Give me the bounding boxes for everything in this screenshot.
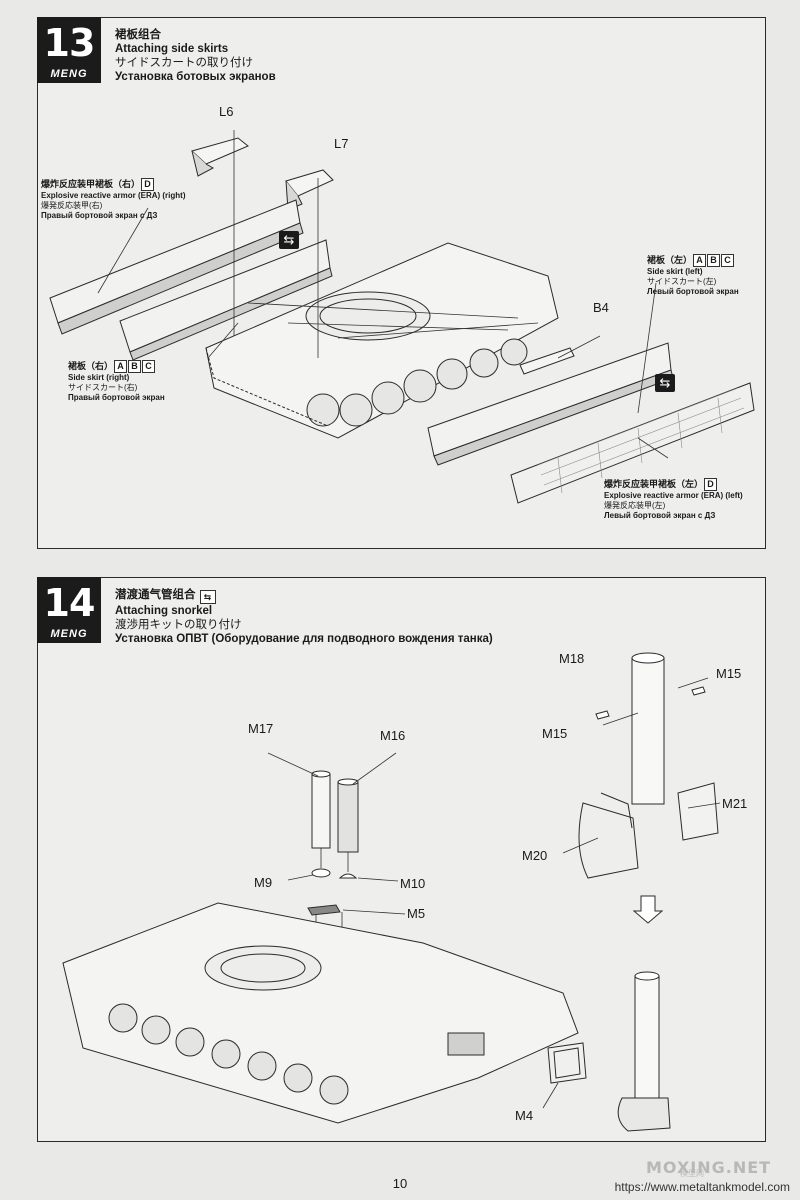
step-13-panel: 13 MENG 裙板组合 Attaching side skirts サイドスカ…: [37, 17, 766, 549]
title-ru: Установка ботовых экранов: [115, 71, 276, 83]
note-en: Side skirt (left): [647, 267, 703, 276]
note-jp: サイドスカート(右): [68, 383, 138, 392]
snorkel-diagram: [62, 652, 721, 1132]
step-13-badge: 13 MENG: [37, 17, 101, 83]
part-label-m5: M5: [407, 906, 426, 921]
note-jp: 爆発反応装甲(右): [41, 201, 103, 210]
title-en: Attaching snorkel: [115, 605, 213, 617]
part-label-m10: M10: [400, 876, 426, 891]
swap-side-icon: [655, 374, 675, 392]
title-en: Attaching side skirts: [115, 43, 229, 55]
step-14-badge: 14 MENG: [37, 577, 101, 643]
part-letter-b: B: [707, 254, 721, 267]
note-era-right: 爆炸反应装甲裙板（右）D Explosive reactive armor (E…: [41, 178, 185, 221]
note-jp: 爆発反応装甲(左): [604, 501, 666, 510]
note-era-left: 爆炸反应装甲裙板（左）D Explosive reactive armor (E…: [604, 478, 743, 521]
swap-side-icon: [279, 231, 299, 249]
watermark: MOXING.NET: [646, 1158, 772, 1177]
part-label-m15: M15: [542, 726, 568, 741]
step-number: 14: [43, 581, 96, 625]
part-label-m18: M18: [559, 651, 585, 666]
note-cn: 爆炸反应装甲裙板（右）: [41, 179, 141, 189]
step-14-titles: 潜渡通气管组合⇆ Attaching snorkel 渡渉用キットの取り付け У…: [115, 588, 493, 646]
part-label-l6: L6: [219, 104, 234, 119]
part-letter-c: C: [721, 254, 735, 267]
title-cn: 潜渡通气管组合: [115, 589, 196, 601]
page-number: 10: [392, 1176, 408, 1191]
brand-logo: MENG: [50, 628, 88, 640]
brand-logo: MENG: [50, 68, 88, 80]
step-number: 13: [43, 21, 96, 65]
site-url: https://www.metaltankmodel.com: [614, 1180, 790, 1194]
title-jp: サイドスカートの取り付け: [115, 57, 253, 69]
step-14-panel: 14 MENG 潜渡通气管组合⇆ Attaching snorkel 渡渉用キッ…: [37, 577, 766, 1142]
step-13-titles: 裙板组合 Attaching side skirts サイドスカートの取り付け …: [115, 28, 276, 84]
part-letter-a: A: [114, 360, 128, 373]
part-label-m20: M20: [522, 848, 548, 863]
note-cn: 裙板（左）: [647, 255, 693, 265]
part-label-m9: M9: [254, 875, 273, 890]
part-label-m17: M17: [248, 721, 274, 736]
part-label-l7: L7: [334, 136, 349, 151]
part-letter-d: D: [704, 478, 718, 491]
part-letter-a: A: [693, 254, 707, 267]
part-letter-d: D: [141, 178, 155, 191]
part-letter-c: C: [142, 360, 156, 373]
watermark-sub: 模型网: [680, 1169, 704, 1178]
part-label-m4: M4: [515, 1108, 534, 1123]
note-ru: Правый бортовой экран с ДЗ: [41, 211, 158, 220]
note-cn: 裙板（右）: [68, 361, 114, 371]
note-jp: サイドスカート(左): [647, 277, 717, 286]
note-en: Explosive reactive armor (ERA) (right): [41, 191, 186, 200]
part-label-m16: M16: [380, 728, 406, 743]
title-ru: Установка ОПВТ (Оборудование для подводн…: [115, 633, 493, 645]
note-cn: 爆炸反应装甲裙板（左）: [604, 479, 704, 489]
part-label-m21: M21: [722, 796, 748, 811]
title-jp: 渡渉用キットの取り付け: [115, 619, 242, 631]
note-en: Explosive reactive armor (ERA) (left): [604, 491, 743, 500]
swap-side-icon: ⇆: [199, 590, 216, 604]
note-en: Side skirt (right): [68, 373, 130, 382]
part-letter-b: B: [128, 360, 142, 373]
part-label-m15: M15: [716, 666, 742, 681]
note-ru: Левый бортовой экран: [647, 287, 739, 296]
title-cn: 裙板组合: [115, 29, 161, 41]
part-label-b4: B4: [593, 300, 609, 315]
side-skirt-diagram: [49, 130, 755, 504]
note-ru: Правый бортовой экран: [68, 393, 165, 402]
note-ru: Левый бортовой экран с ДЗ: [604, 511, 716, 520]
